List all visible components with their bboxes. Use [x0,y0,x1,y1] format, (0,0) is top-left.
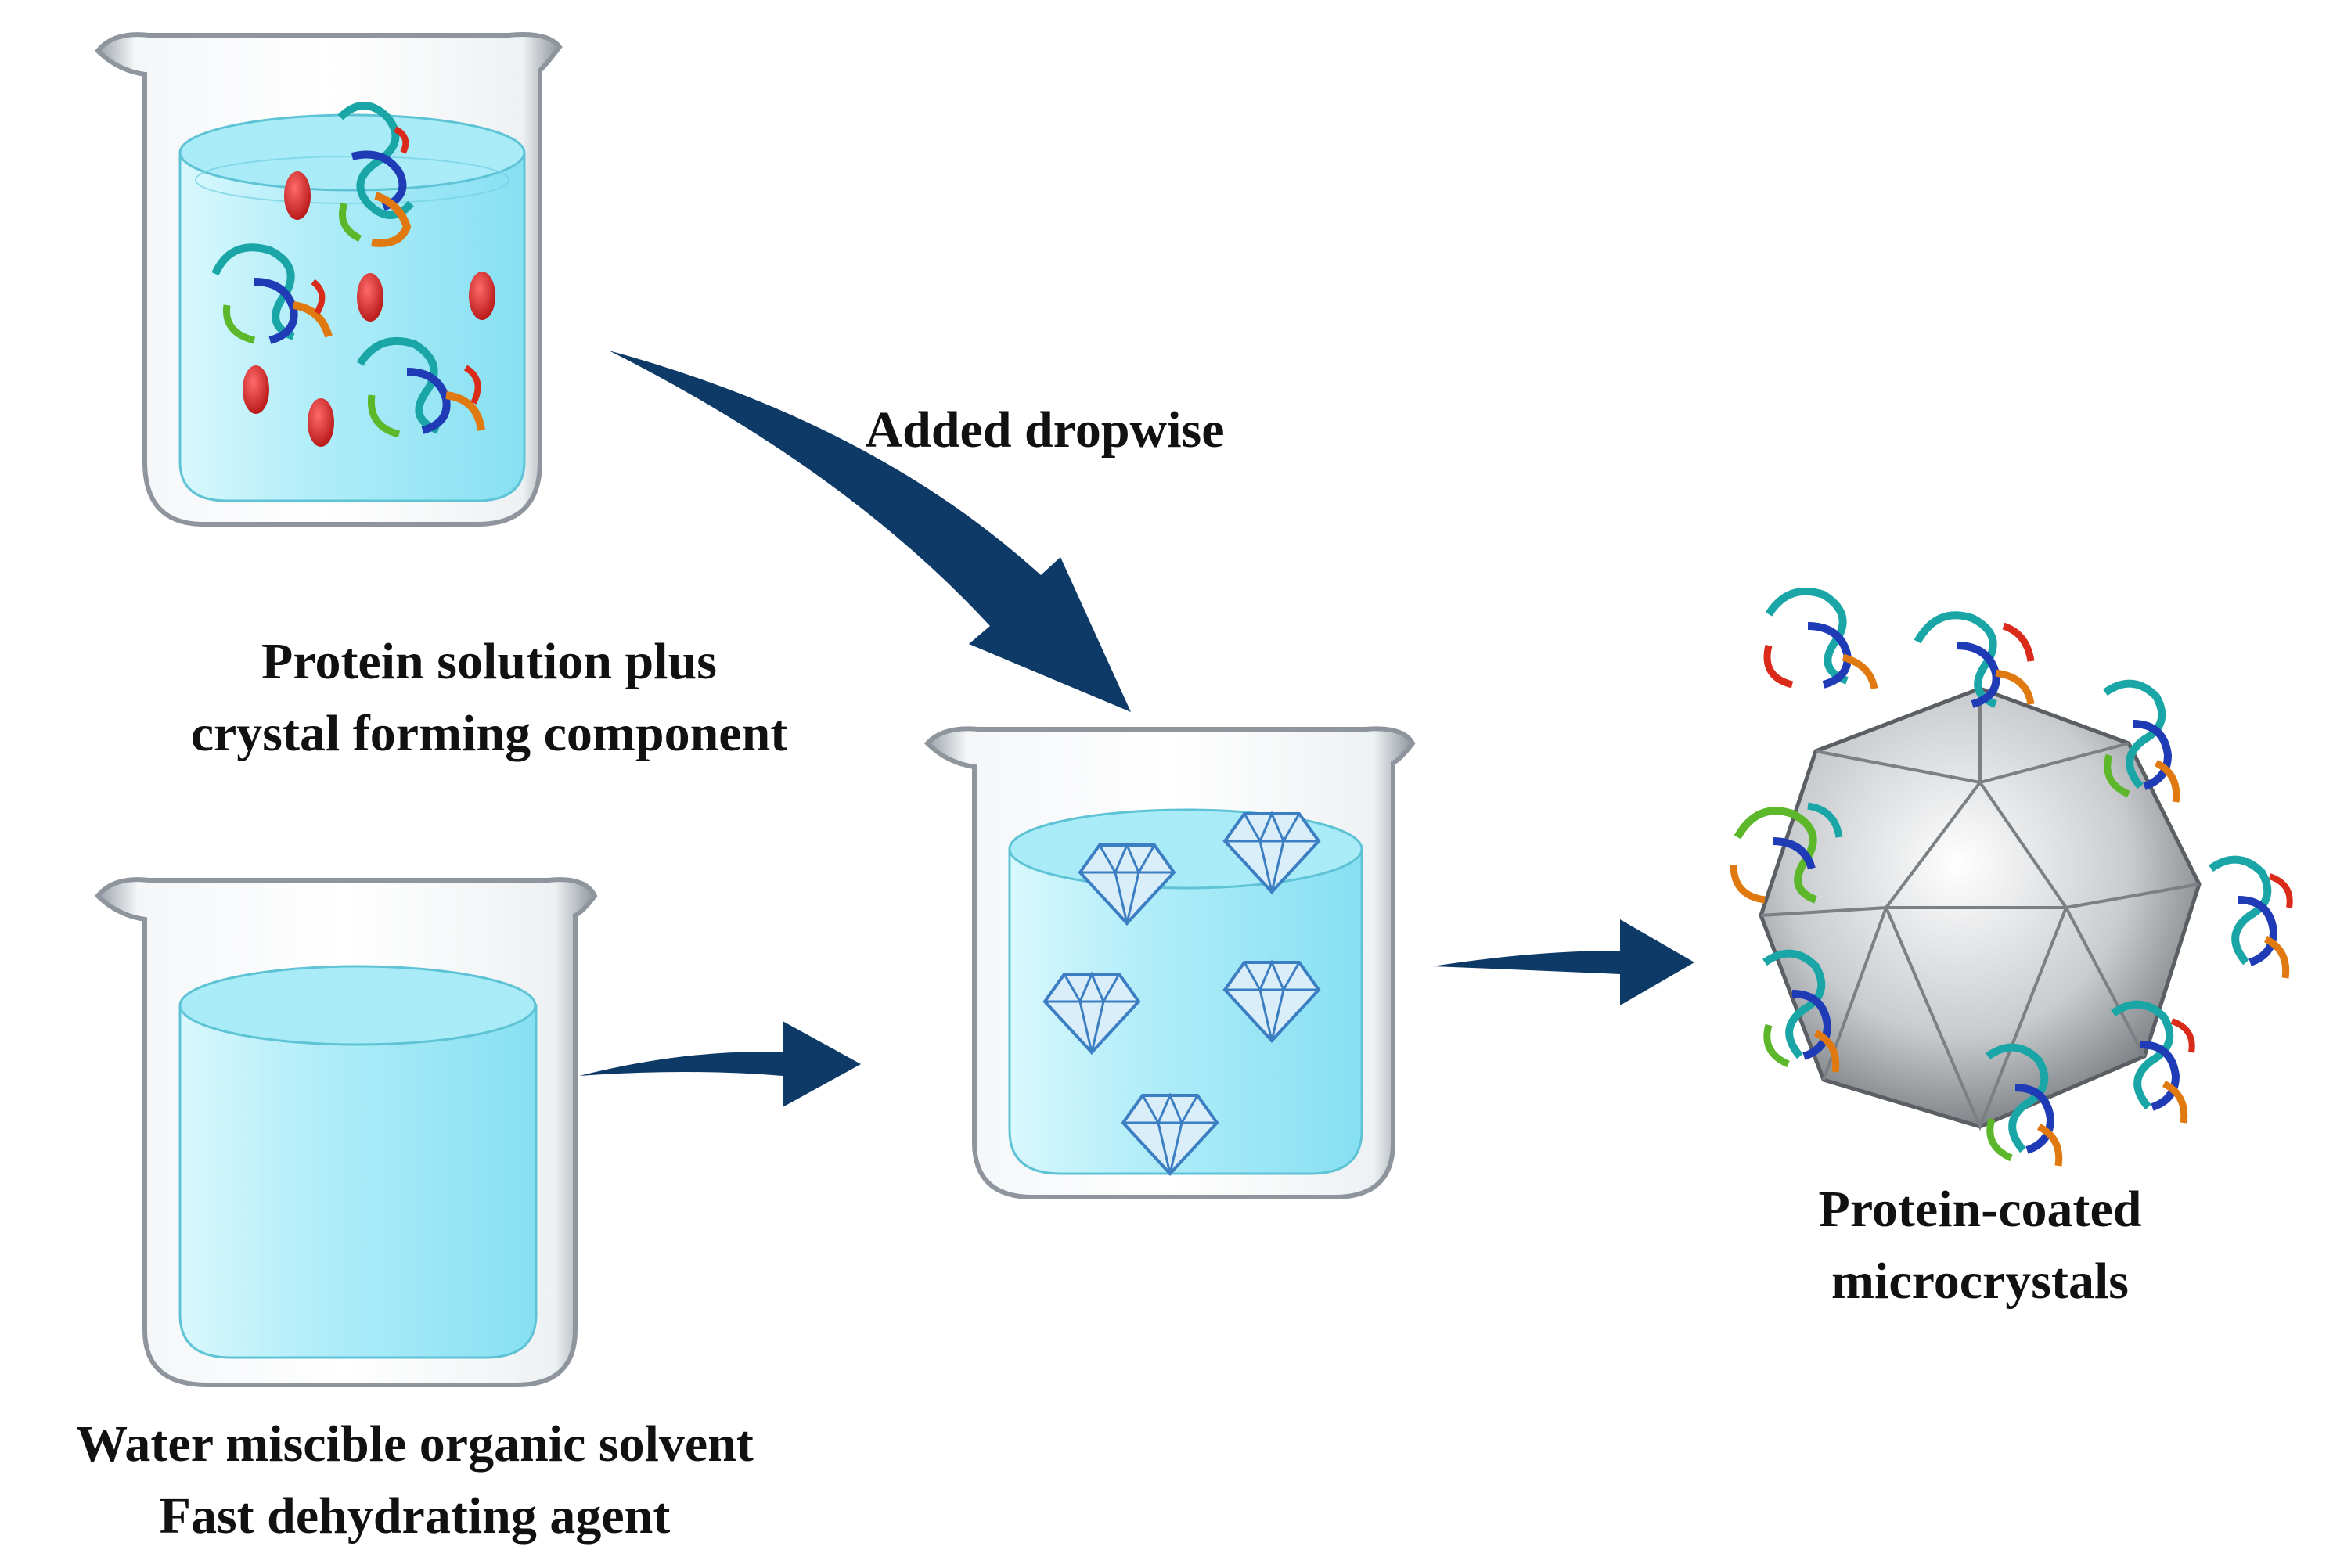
label-protein-solution-line2: crystal forming component [190,705,788,762]
beaker-organic-solvent [94,877,598,1387]
protein-ribbon-icon [1730,587,2293,1167]
beaker-protein-solution [94,32,563,527]
label-protein-solution-line1: Protein solution plus [261,633,717,690]
diamond-crystal-icon [1759,686,2202,1131]
label-protein-coated-line1: Protein-coated [1818,1181,2142,1238]
salt-particle-icon [243,171,495,447]
label-protein-coated: Protein-coated microcrystals [1722,1174,2238,1318]
label-organic-solvent: Water miscible organic solvent Fast dehy… [0,1408,830,1552]
curved-arrow-icon [579,351,1694,1107]
protein-ribbon-icon [211,102,485,438]
arrow-mix-to-product [1432,919,1694,1005]
arrow-solvent-to-mix [579,1021,861,1107]
label-protein-coated-line2: microcrystals [1831,1253,2129,1310]
label-added-dropwise-text: Added dropwise [865,401,1225,459]
label-added-dropwise: Added dropwise [833,394,1256,466]
label-protein-solution: Protein solution plus crystal forming co… [117,626,861,770]
beaker-mixed-crystals [923,726,1416,1199]
label-organic-solvent-line1: Water miscible organic solvent [76,1415,754,1473]
diamond-crystal-icon [1042,811,1321,1176]
arrow-added-dropwise [609,351,1131,712]
label-organic-solvent-line2: Fast dehydrating agent [159,1487,671,1545]
protein-coated-crystal [1730,587,2293,1167]
